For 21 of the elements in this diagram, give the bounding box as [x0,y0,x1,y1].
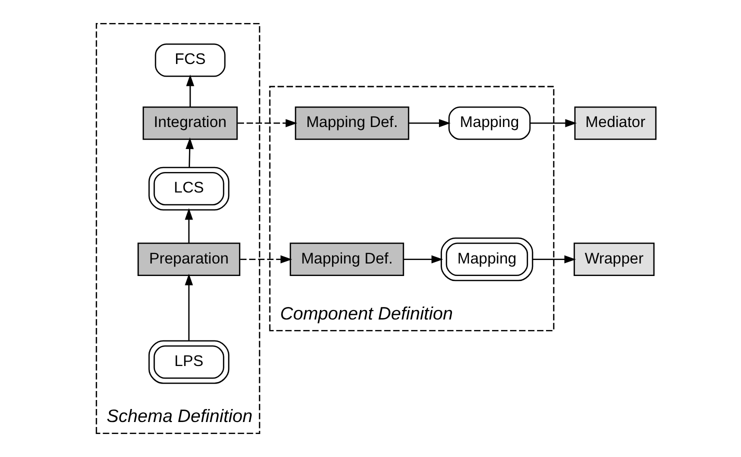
node-box: Mapping Def. [289,242,404,276]
arrow [532,255,576,264]
arrow [237,119,297,128]
arrow [184,208,192,244]
node-box: FCS [154,44,226,77]
arrow [185,138,194,168]
node-box: Mapping [440,238,533,282]
arrow [403,255,443,264]
node-box: LPS [148,340,229,384]
arrow [530,119,576,128]
arrow [240,255,292,264]
node-box: Wrapper [573,242,654,276]
arrow [408,119,450,128]
node-box: Integration [142,106,238,140]
arrow [186,74,194,107]
arrow [184,274,192,341]
node-box: Preparation [137,242,240,276]
node-box: LCS [148,166,229,211]
node-box: Mapping Def. [294,106,409,140]
node-box: Mediator [574,106,656,140]
node-box: Mapping [448,106,530,140]
